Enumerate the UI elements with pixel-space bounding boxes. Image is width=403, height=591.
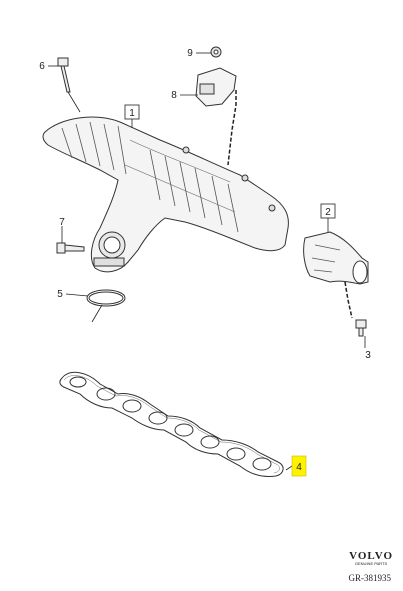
bolt-7 — [56, 242, 85, 254]
callout-3: 3 — [365, 350, 371, 361]
pressure-sensor — [195, 67, 237, 107]
svg-text:5: 5 — [57, 289, 63, 300]
brand-name: VOLVO — [349, 550, 393, 562]
gasket — [59, 371, 284, 477]
brand-tagline: GENUINE PARTS — [354, 561, 388, 566]
sensor-nut — [210, 46, 222, 58]
callout-6: 6 — [39, 61, 45, 72]
callout-4: 4 — [291, 455, 307, 477]
svg-text:7: 7 — [59, 217, 65, 228]
callout-7: 7 — [59, 217, 65, 228]
svg-text:8: 8 — [171, 90, 177, 101]
callout-2: 2 — [320, 203, 336, 219]
svg-text:9: 9 — [187, 48, 193, 59]
svg-text:4: 4 — [296, 462, 302, 473]
callout-9: 9 — [187, 48, 193, 59]
bolt-3 — [355, 319, 367, 337]
leader-lines — [48, 52, 366, 471]
callout-1: 1 — [124, 104, 140, 120]
bolt-6 — [57, 57, 71, 93]
callout-8: 8 — [171, 90, 177, 101]
outlet-housing — [303, 231, 369, 285]
svg-text:1: 1 — [129, 108, 135, 119]
reference-code: GR-381935 — [348, 573, 392, 583]
svg-text:6: 6 — [39, 61, 45, 72]
callout-5: 5 — [57, 289, 63, 300]
svg-text:2: 2 — [325, 207, 331, 218]
svg-text:3: 3 — [365, 350, 371, 361]
brand-logo: VOLVO GENUINE PARTS — [349, 550, 393, 566]
intake-manifold — [42, 116, 289, 273]
o-ring — [86, 289, 126, 307]
